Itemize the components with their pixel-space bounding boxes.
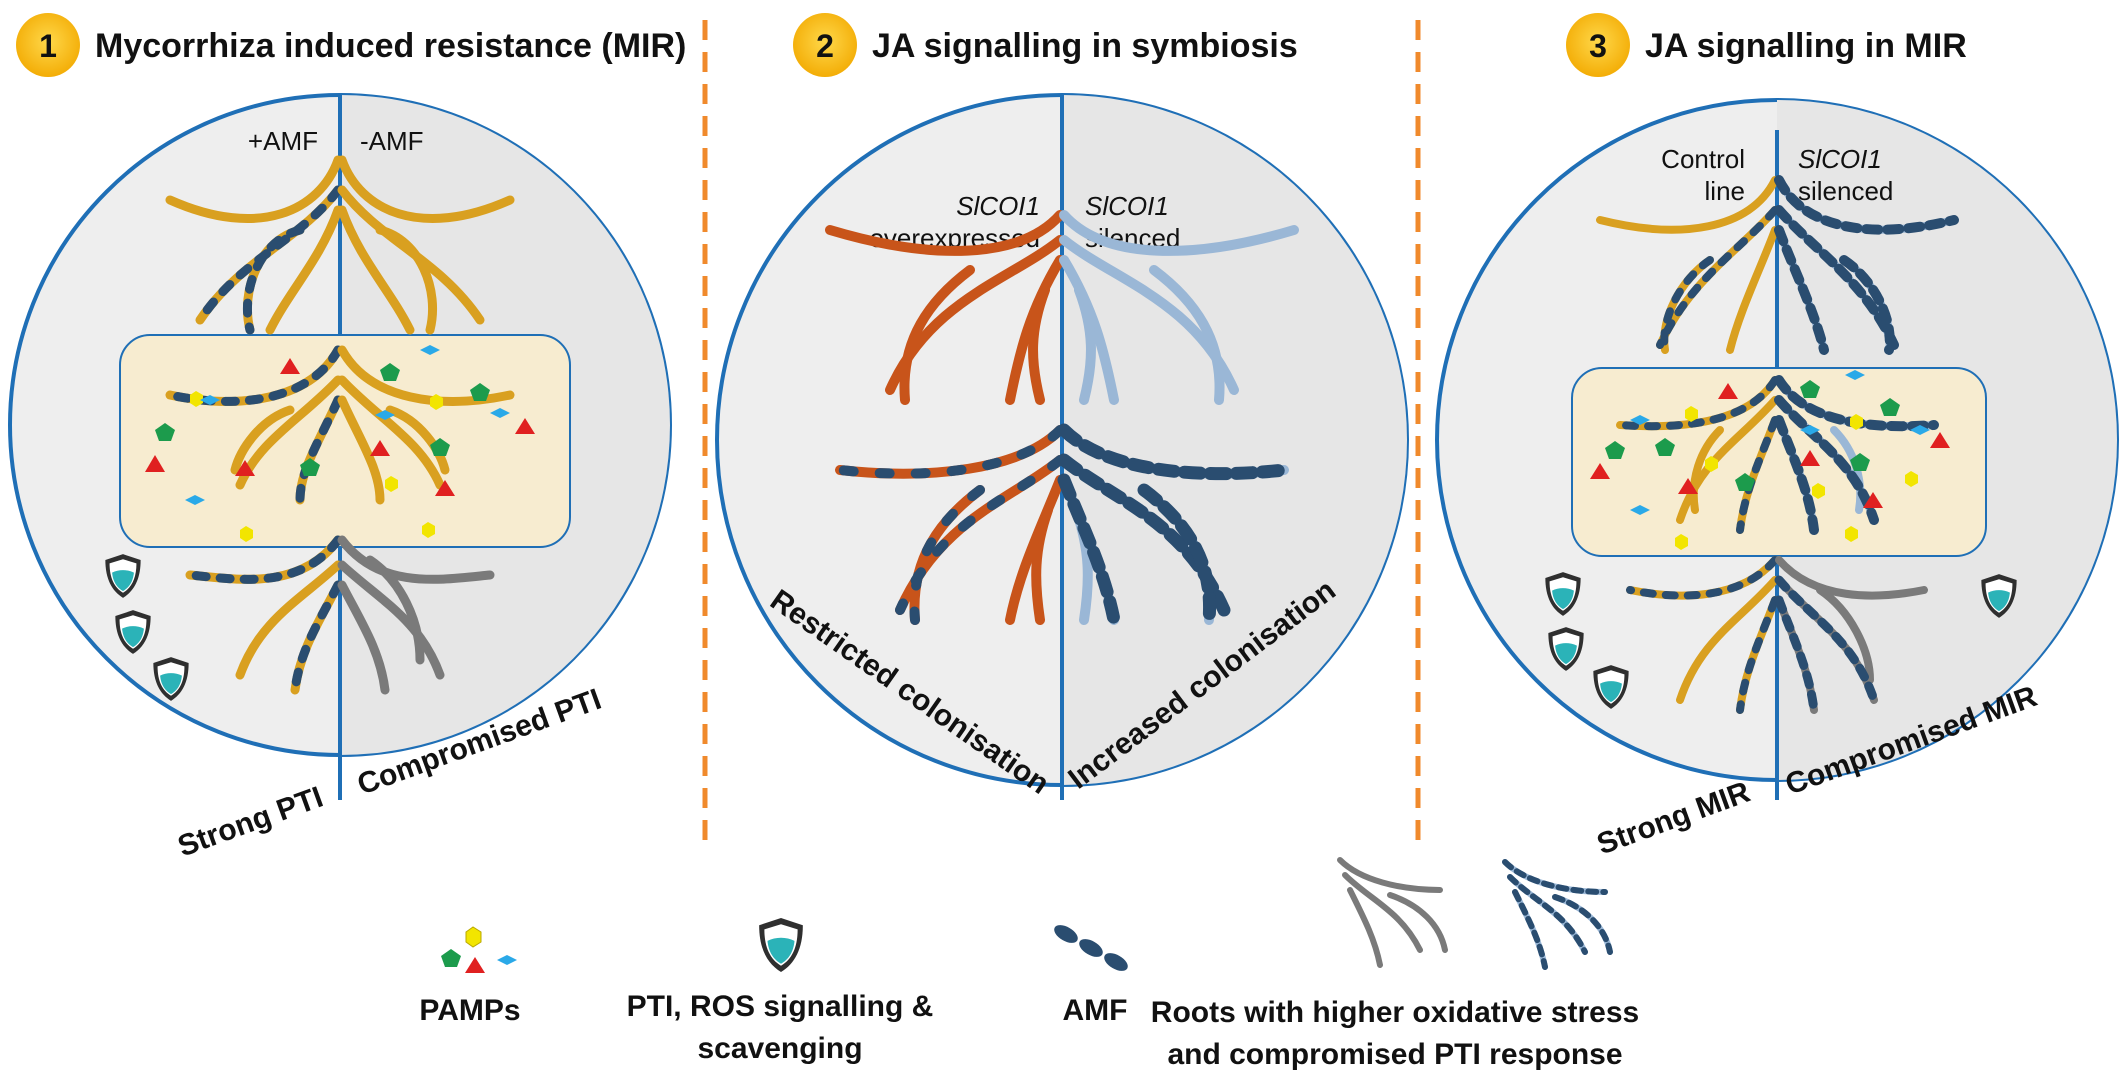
pamps-legend-icon	[441, 926, 517, 973]
panel-1-right-label: -AMF	[360, 126, 424, 156]
panel-2: 2 JA signalling in symbiosis SlCOI1 over…	[715, 13, 1409, 801]
panel-1-pamps	[145, 345, 535, 542]
panel-3-roots-top	[1596, 175, 1959, 355]
badge-2-number: 2	[816, 28, 834, 64]
panel-3-left-label-2: line	[1705, 176, 1745, 206]
grey-roots-legend-icon	[1337, 857, 1448, 968]
panel-3-title: JA signalling in MIR	[1645, 27, 1967, 65]
panel-1-left-label: +AMF	[248, 126, 318, 156]
panel-3-pamps	[1590, 370, 1950, 550]
roots-legend-line1: Roots with higher oxidative stress	[1151, 996, 1639, 1029]
amf-legend-label: AMF	[1063, 994, 1128, 1027]
panel-1-title: Mycorrhiza induced resistance (MIR)	[95, 27, 686, 65]
panel-2-roots-top	[825, 210, 1299, 405]
panel-1-soil-box	[119, 334, 571, 548]
pti-shield-icon	[759, 917, 803, 973]
panel-1-roots-top	[165, 155, 515, 335]
panel-3-left-label-1: Control	[1661, 144, 1745, 174]
pamps-legend-label: PAMPs	[419, 994, 520, 1027]
legend: PAMPs PTI, ROS signalling & scavenging A…	[419, 857, 1639, 1071]
badge-1	[16, 13, 80, 77]
blue-roots-legend-icon	[1502, 859, 1613, 970]
panel-3-soil-box	[1571, 367, 1987, 557]
panel-3-right-state: silenced	[1798, 176, 1893, 206]
amf-legend-icon	[1054, 925, 1128, 971]
panel-1-roots-bottom	[185, 535, 495, 695]
panel-3-roots-bottom	[1626, 556, 1928, 715]
panel-2-title: JA signalling in symbiosis	[872, 27, 1298, 65]
badge-2	[793, 13, 857, 77]
badge-3-number: 3	[1589, 28, 1607, 64]
badge-1-number: 1	[39, 28, 57, 64]
roots-legend-line2: and compromised PTI response	[1167, 1038, 1622, 1071]
pti-legend-line2: scavenging	[697, 1032, 862, 1065]
panel-1-bottom-left: Strong PTI	[174, 781, 328, 864]
panel-1: 1 Mycorrhiza induced resistance (MIR) +A…	[8, 13, 686, 864]
panel-3: 3 JA signalling in MIR Control line SlCO…	[1435, 13, 2119, 861]
panel-3-bottom-left: Strong MIR	[1593, 775, 1755, 861]
panel-3-right-gene: SlCOI1	[1798, 144, 1882, 174]
panel-2-right-gene: SlCOI1	[1085, 191, 1169, 221]
badge-3	[1566, 13, 1630, 77]
panel-2-left-gene: SlCOI1	[956, 191, 1040, 221]
pti-legend-line1: PTI, ROS signalling &	[627, 990, 934, 1023]
panel-2-roots-bottom	[835, 423, 1291, 627]
